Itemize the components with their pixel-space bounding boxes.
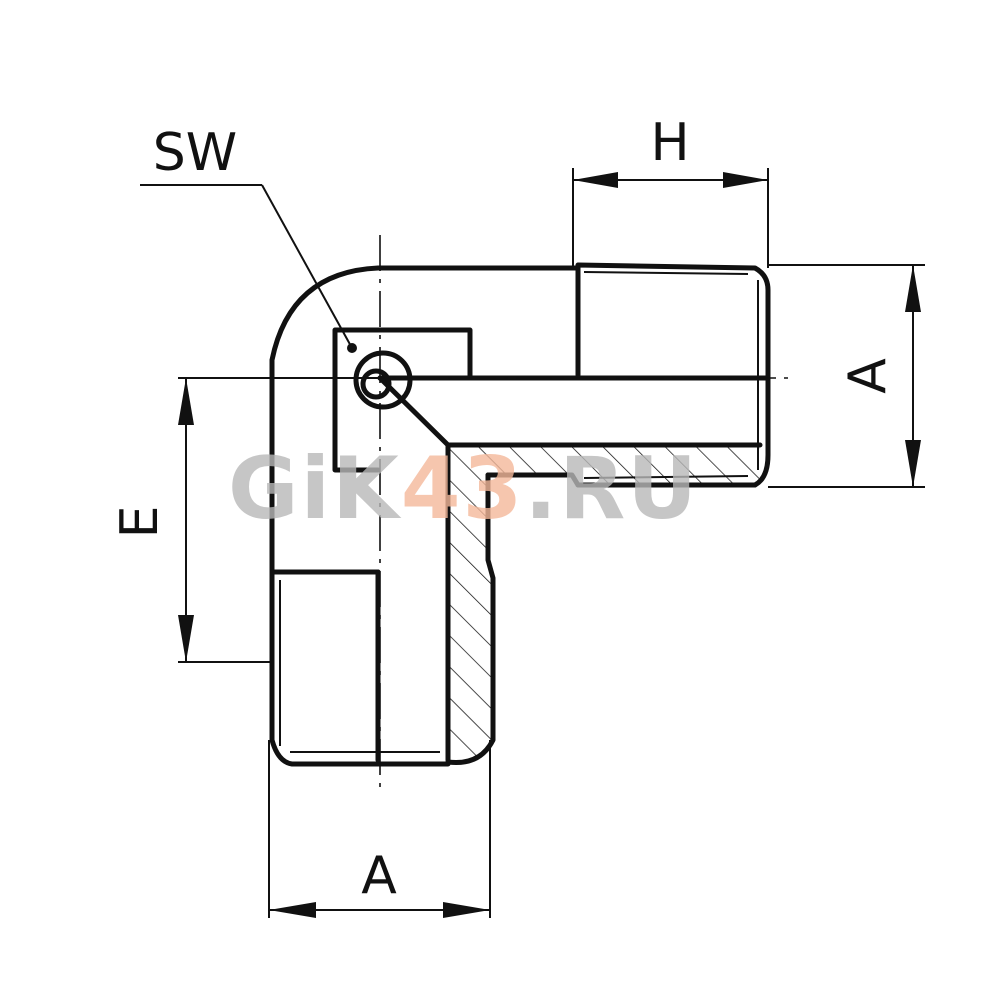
dim-a-bottom-arrow-right: [443, 902, 490, 918]
thread-end-vertical: [269, 569, 451, 767]
thread-root-line-bottom: [583, 475, 749, 479]
watermark: GiK43.RU: [228, 439, 699, 539]
thread-root-line-top: [583, 271, 749, 275]
dim-a-right-arrow-bottom: [905, 440, 921, 487]
watermark-part2: 43: [401, 439, 525, 539]
dim-h-label: H: [650, 113, 689, 173]
dim-e-arrow-top: [178, 378, 194, 425]
watermark-part3: .RU: [524, 439, 699, 539]
dim-h-arrow-right: [723, 172, 768, 188]
wrench-flat: [332, 327, 473, 473]
sw-leader-diagonal: [261, 184, 353, 349]
horizontal-wall-outer: [485, 472, 581, 488]
fitting-body-outline: [269, 265, 581, 575]
vertical-wall-outer: [445, 472, 496, 766]
dim-h-arrow-left: [573, 172, 618, 188]
watermark-part1: GiK: [228, 439, 402, 539]
dim-e-label: E: [110, 506, 170, 539]
dim-a-right-label: A: [838, 358, 898, 394]
bore-diagonal-corner: [377, 375, 451, 448]
dim-e-arrow-bottom: [178, 615, 194, 662]
thread-end-horizontal: [575, 262, 771, 488]
port-inner-ring: [360, 368, 392, 400]
dim-a-bottom-label: A: [361, 846, 397, 906]
sw-label: SW: [153, 123, 237, 183]
dim-a-bottom-arrow-left: [269, 902, 316, 918]
section-hatch-vertical: [448, 560, 493, 761]
port-outer-ring: [353, 350, 413, 410]
svg-text:GiK43.RU: GiK43.RU: [228, 439, 699, 539]
dim-a-right-arrow-top: [905, 265, 921, 312]
